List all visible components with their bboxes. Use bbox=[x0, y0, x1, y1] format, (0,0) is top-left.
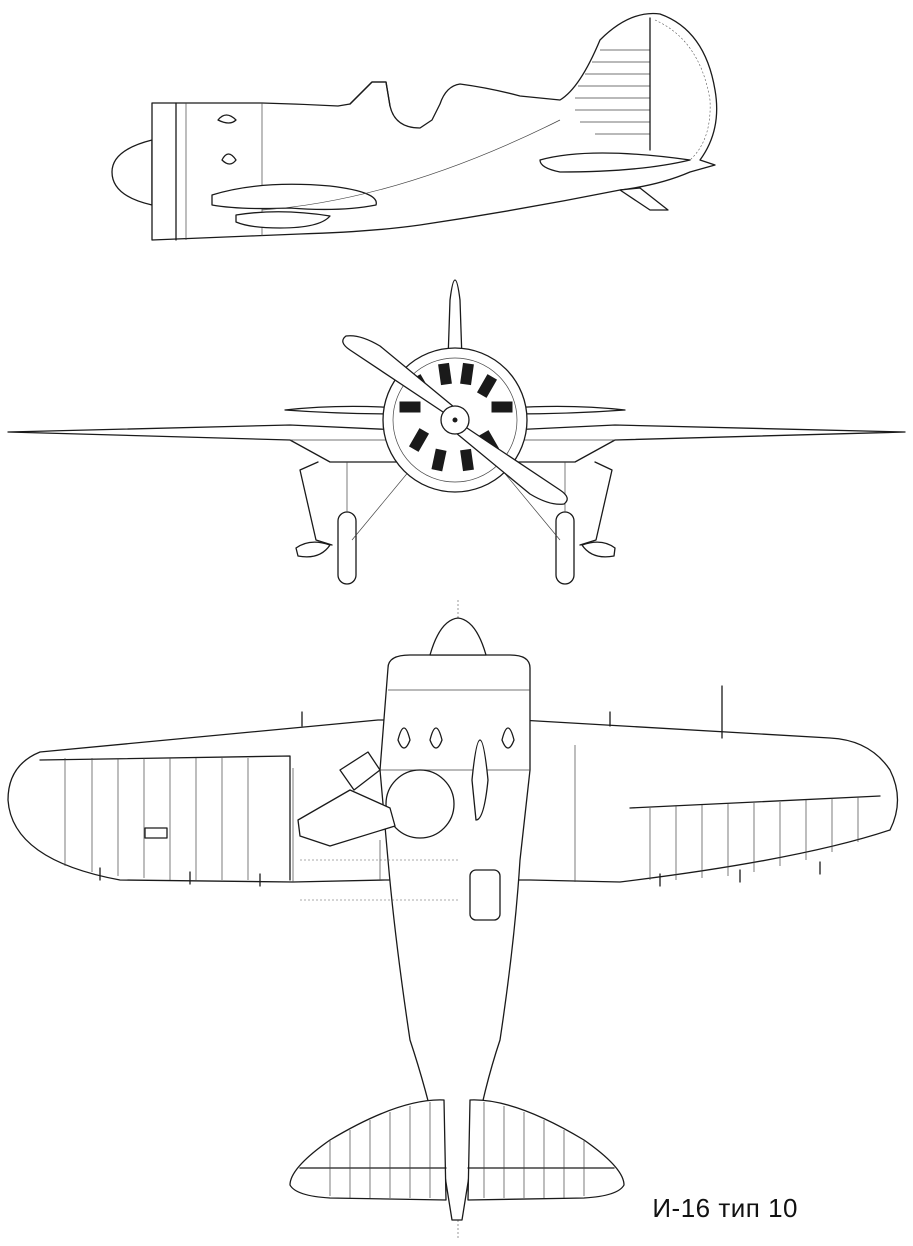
top-gear-door bbox=[339, 751, 381, 791]
front-gear-door-left bbox=[295, 541, 331, 558]
top-aileron-right bbox=[629, 795, 881, 880]
top-spinner bbox=[429, 617, 487, 656]
front-propeller-blade-lower bbox=[449, 419, 568, 505]
front-view bbox=[7, 279, 906, 585]
side-stringer bbox=[261, 119, 561, 211]
top-tailplane-left bbox=[289, 1099, 447, 1201]
top-view bbox=[7, 600, 899, 1240]
top-cowl-vent-1 bbox=[397, 727, 411, 749]
side-cowl-vent-2 bbox=[221, 153, 237, 165]
top-tailplane-right bbox=[467, 1099, 625, 1201]
front-wheel-left bbox=[337, 511, 357, 585]
top-cockpit bbox=[469, 869, 501, 921]
side-oil-cooler bbox=[235, 211, 331, 229]
front-gear-leg-right bbox=[579, 461, 613, 546]
top-cowl-vent-3 bbox=[501, 727, 515, 749]
front-gear-door-right bbox=[581, 541, 616, 558]
top-cowl-vent-2 bbox=[429, 727, 443, 749]
front-cowl-inner bbox=[392, 357, 518, 483]
front-tailplane-right bbox=[509, 405, 626, 415]
drawing-caption: И-16 тип 10 bbox=[652, 1193, 798, 1223]
front-brace-right bbox=[501, 469, 561, 541]
side-tailplane bbox=[539, 152, 691, 173]
top-elevator-ribs-left bbox=[329, 1102, 431, 1198]
side-view bbox=[111, 12, 718, 241]
front-propeller-blade-upper bbox=[342, 335, 461, 421]
side-rudder-ribs bbox=[575, 17, 711, 161]
side-windscreen bbox=[349, 81, 391, 107]
top-trailing-edge-hinges bbox=[99, 861, 821, 887]
side-exhaust-fairing bbox=[211, 183, 377, 211]
side-fuselage bbox=[151, 12, 718, 241]
front-hub-center bbox=[452, 417, 458, 423]
top-aileron-left bbox=[39, 755, 291, 881]
top-wheel-well bbox=[385, 769, 455, 839]
side-cowl-vent-1 bbox=[217, 114, 237, 124]
top-elevator-ribs-right bbox=[483, 1102, 585, 1198]
side-spinner bbox=[111, 139, 153, 206]
front-wheel-right bbox=[555, 511, 575, 585]
side-tail-skid bbox=[619, 187, 669, 211]
front-brace-left bbox=[351, 469, 411, 541]
top-gear-leg bbox=[297, 789, 396, 847]
front-gear-leg-left bbox=[299, 461, 333, 546]
top-exhaust-fairing bbox=[471, 739, 489, 821]
